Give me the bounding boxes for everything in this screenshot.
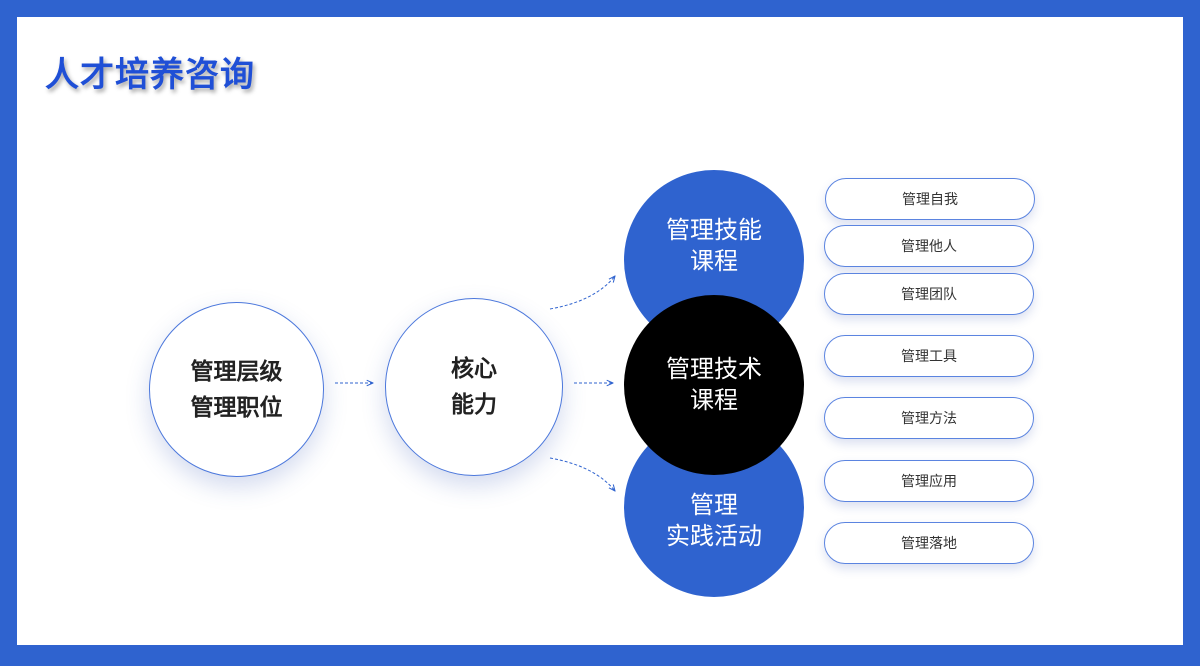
practice-line1: 管理 (690, 491, 738, 519)
ability-label: 能力 (451, 392, 497, 418)
skill-course-line2: 课程 (690, 247, 738, 275)
slide: 人才培养咨询 管理层级 管理职位 核心 能力 管理技能 课程 管理 实践活动 管… (17, 17, 1183, 645)
page-title: 人才培养咨询 (45, 55, 255, 95)
pill-manage-tools: 管理工具 (824, 335, 1034, 377)
pill-manage-self: 管理自我 (825, 178, 1035, 220)
pill-manage-implementation: 管理落地 (824, 522, 1034, 564)
arrow-core-to-top (549, 276, 615, 310)
connector-arrows (335, 17, 1183, 645)
practice-line2: 实践活动 (666, 522, 762, 550)
pill-manage-application: 管理应用 (824, 460, 1034, 502)
technique-course-line1: 管理技术 (666, 355, 762, 383)
pill-manage-others: 管理他人 (824, 225, 1034, 267)
management-level-circle: 管理层级 管理职位 (149, 302, 324, 477)
pill-manage-team: 管理团队 (824, 273, 1034, 315)
skill-course-line1: 管理技能 (666, 216, 762, 244)
core-label: 核心 (451, 356, 497, 382)
management-level-label: 管理层级 (190, 358, 283, 385)
pill-manage-methods: 管理方法 (824, 397, 1034, 439)
management-technique-course-circle: 管理技术 课程 (624, 295, 804, 475)
management-position-label: 管理职位 (190, 394, 283, 421)
arrow-core-to-bottom (549, 457, 615, 491)
core-ability-circle: 核心 能力 (385, 298, 563, 476)
technique-course-line2: 课程 (690, 386, 738, 414)
